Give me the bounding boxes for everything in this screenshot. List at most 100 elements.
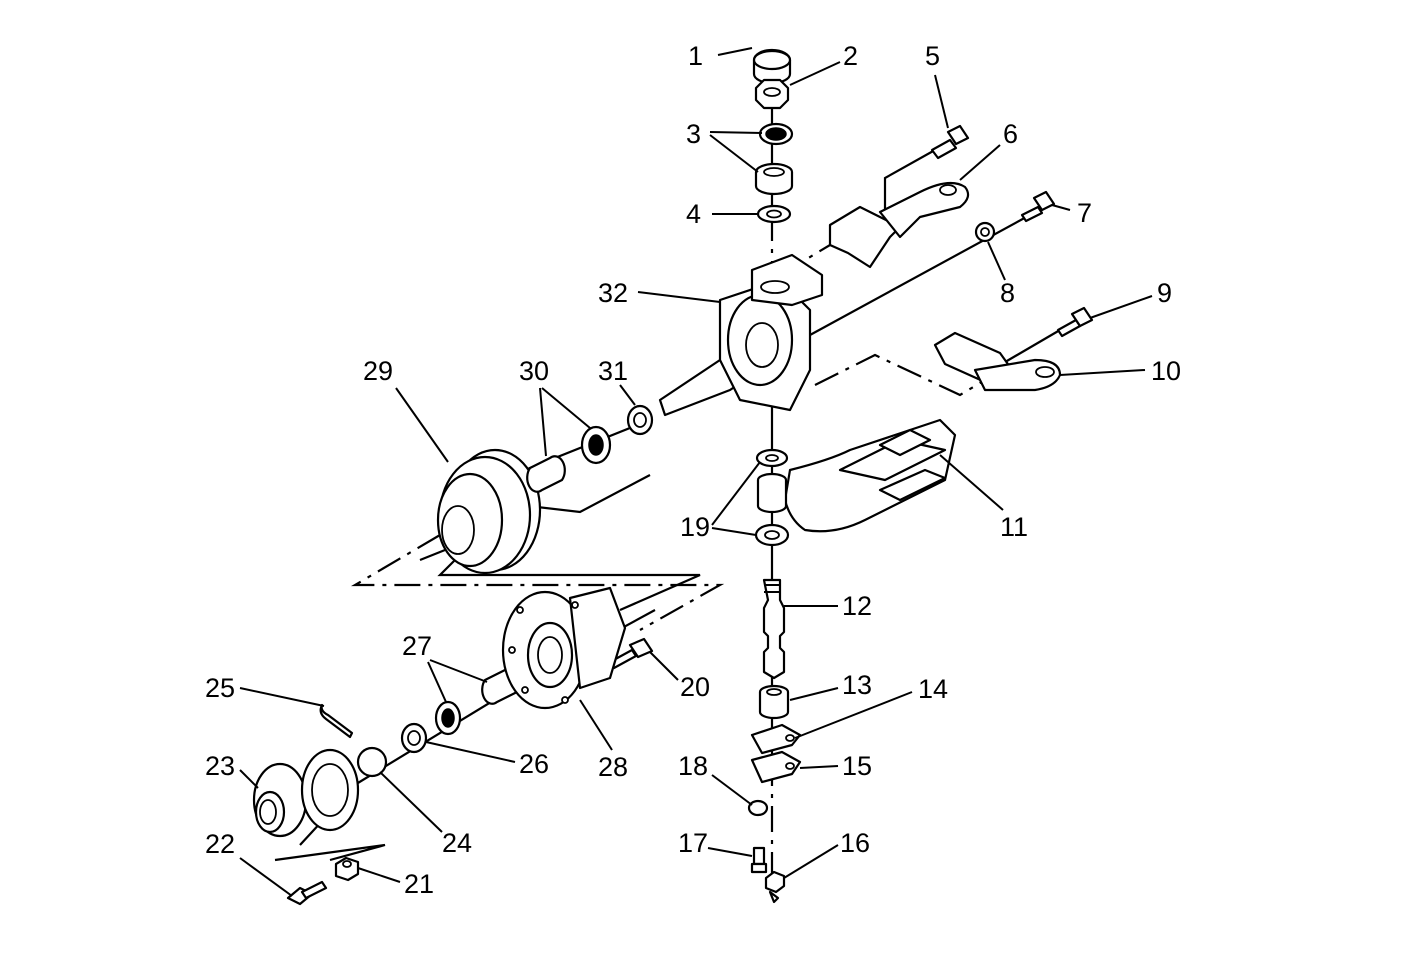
parts	[252, 48, 1094, 906]
part-1-dust-cap	[752, 48, 792, 85]
leader-2	[789, 61, 841, 86]
callout-6: 6	[1003, 119, 1018, 149]
bolt-5-axis	[883, 149, 936, 215]
callout-16: 16	[840, 828, 870, 858]
callout-8: 8	[1000, 278, 1015, 308]
callout-17: 17	[678, 828, 708, 858]
part-6-upper-arm	[828, 181, 970, 269]
part-28-hub	[501, 586, 627, 710]
callout-25: 25	[205, 673, 235, 703]
arm-10-dashed-link	[814, 353, 986, 397]
part-3-bearing-upper	[758, 122, 794, 146]
part-19-sleeve	[756, 472, 788, 514]
callout-19: 19	[680, 512, 710, 542]
part-13-bushing	[758, 684, 790, 720]
leader-11	[939, 454, 1004, 511]
part-2-nut	[754, 78, 790, 110]
leader-1	[717, 47, 753, 56]
leader-30a	[539, 387, 547, 457]
leader-10	[1059, 369, 1146, 376]
leader-16	[783, 844, 839, 879]
callout-3: 3	[686, 119, 701, 149]
part-22-bolt	[286, 880, 328, 906]
rotor-hub-zigzag	[350, 534, 725, 631]
callout-23: 23	[205, 751, 235, 781]
part-24-gasket	[300, 746, 388, 832]
callout-26: 26	[519, 749, 549, 779]
callout-9: 9	[1157, 278, 1172, 308]
part-9-bolt	[1056, 306, 1094, 338]
part-25-cotter-pin	[319, 703, 354, 739]
part-4-washer	[756, 204, 792, 224]
leader-14	[794, 691, 913, 739]
bolt-9-axis	[999, 329, 1061, 366]
callout-13: 13	[842, 670, 872, 700]
part-31-seal	[626, 404, 654, 436]
callout-5: 5	[925, 41, 940, 71]
leader-17	[707, 847, 753, 857]
leader-5	[934, 74, 949, 129]
part-19-seal-upper	[755, 448, 789, 468]
part-20-bolt	[608, 637, 654, 670]
part-5-bolt	[930, 124, 970, 160]
leader-8	[987, 241, 1006, 281]
part-7-bolt	[1020, 190, 1056, 223]
callout-31: 31	[598, 356, 628, 386]
part-30-bearing-cone	[580, 425, 612, 465]
leader-19a	[711, 461, 761, 526]
part-10-steering-arm	[933, 331, 1062, 392]
callout-30: 30	[519, 356, 549, 386]
leader-22	[239, 857, 293, 897]
leader-23	[239, 769, 259, 789]
rotor-hub-zigzag-inner	[437, 559, 701, 612]
callout-14: 14	[918, 674, 948, 704]
callout-22: 22	[205, 829, 235, 859]
callout-20: 20	[680, 672, 710, 702]
leader-29	[395, 387, 449, 463]
leader-24	[379, 771, 443, 833]
callout-10: 10	[1151, 356, 1181, 386]
leader-30b	[541, 387, 591, 429]
callout-4: 4	[686, 199, 701, 229]
alignment-lines	[274, 95, 1061, 895]
leader-3b	[709, 134, 759, 173]
callout-21: 21	[404, 869, 434, 899]
part-3-bearing-lower	[754, 162, 794, 196]
leader-25	[239, 687, 325, 707]
part-12-kingpin	[762, 578, 786, 680]
part-15-plate	[750, 750, 802, 784]
leader-6	[959, 144, 1001, 181]
leader-3a	[709, 131, 763, 134]
leader-18	[711, 774, 753, 806]
callout-7: 7	[1077, 198, 1092, 228]
part-18-clip	[747, 799, 769, 817]
callout-15: 15	[842, 751, 872, 781]
callout-12: 12	[842, 591, 872, 621]
leader-9	[1089, 295, 1153, 319]
callout-labels: 1 2 3 4 5 6 7 8 9 10 11 12 13 14 15 16 1…	[205, 41, 1181, 899]
part-29-rotor	[436, 448, 542, 575]
callout-2: 2	[843, 41, 858, 71]
part-30-bearing-race	[526, 455, 566, 493]
leader-28	[579, 699, 613, 751]
part-32-knuckle	[658, 253, 824, 417]
leader-27a	[427, 661, 447, 703]
callout-27: 27	[402, 631, 432, 661]
leader-21	[357, 867, 401, 883]
leader-32	[637, 291, 721, 303]
bolt-21-22-link	[274, 843, 386, 862]
leader-19b	[711, 527, 757, 536]
part-8-washer	[974, 221, 996, 243]
leader-15	[799, 765, 839, 769]
part-26-seal	[400, 722, 428, 754]
part-16-nut	[764, 870, 786, 904]
leader-7	[1051, 204, 1071, 211]
callout-29: 29	[363, 356, 393, 386]
part-27-bearing-outer	[434, 700, 462, 736]
leader-20	[649, 651, 679, 681]
callout-24: 24	[442, 828, 472, 858]
hub-stud-dash	[299, 779, 361, 846]
part-23-hub-cap	[252, 762, 308, 838]
leader-13	[789, 687, 839, 701]
